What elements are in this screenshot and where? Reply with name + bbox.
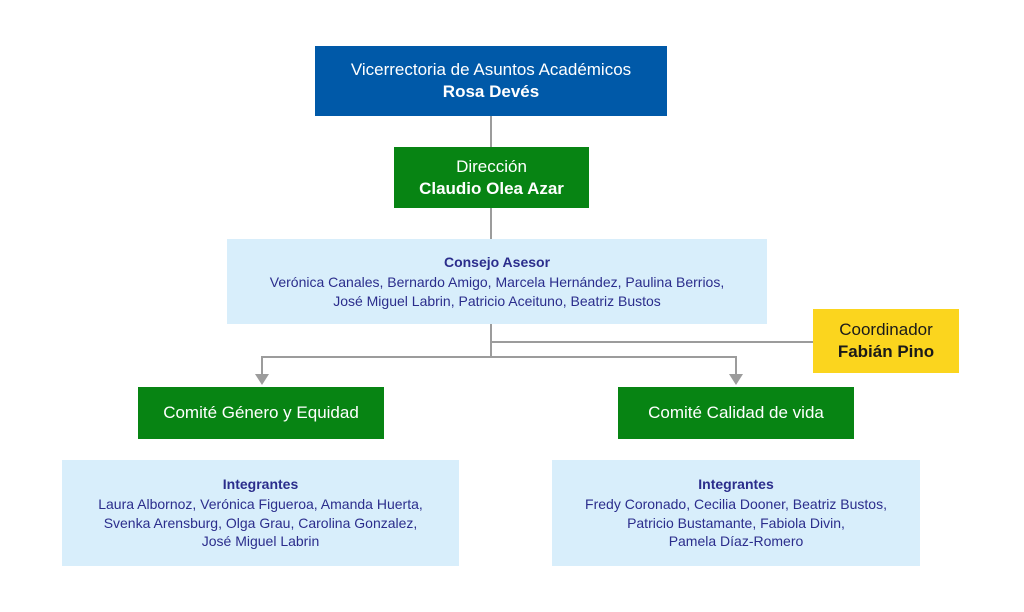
direccion-box: Dirección Claudio Olea Azar [394,147,589,208]
direccion-name: Claudio Olea Azar [419,178,564,198]
consejo-asesor-box: Consejo Asesor Verónica Canales, Bernard… [227,239,767,324]
comite-genero-box: Comité Género y Equidad [138,387,384,439]
integrantes-heading: Integrantes [222,476,299,493]
vicerrectoria-name: Rosa Devés [442,82,540,101]
consejo-asesor-title: Consejo Asesor [443,254,551,270]
connector-left-down [261,356,263,374]
integrantes-calidad-box: Integrantes Fredy Coronado, Cecilia Doon… [552,460,920,566]
connector-direccion-consejo [490,208,492,239]
vicerrectoria-title: Vicerrectoria de Asuntos Académicos [350,60,632,79]
comite-genero-title: Comité Género y Equidad [163,403,359,422]
integrantes-line: Patricio Bustamante, Fabiola Divin, [627,514,845,531]
integrantes-line: Pamela Díaz-Romero [668,533,804,550]
coordinador-name: Fabián Pino [837,342,935,361]
connector-committees-horizontal [261,356,737,358]
coordinador-title: Coordinador [839,320,933,339]
direccion-title: Dirección [456,156,527,176]
integrantes-line: José Miguel Labrin [201,533,320,550]
coordinador-box: Coordinador Fabián Pino [813,309,959,373]
vicerrectoria-box: Vicerrectoria de Asuntos Académicos Rosa… [315,46,667,116]
connector-consejo-down [490,324,492,357]
integrantes-line: Fredy Coronado, Cecilia Dooner, Beatriz … [585,496,887,513]
connector-vicerrectoria-direccion [490,116,492,148]
integrantes-line: Laura Albornoz, Verónica Figueroa, Amand… [98,496,423,513]
arrow-down-icon [255,374,269,385]
comite-calidad-box: Comité Calidad de vida [618,387,854,439]
connector-coordinador [491,341,813,343]
consejo-asesor-members-line: José Miguel Labrin, Patricio Aceituno, B… [333,292,661,309]
integrantes-heading: Integrantes [698,476,774,493]
integrantes-genero-box: Integrantes Laura Albornoz, Verónica Fig… [62,460,459,566]
consejo-asesor-members-line: Verónica Canales, Bernardo Amigo, Marcel… [269,274,725,290]
connector-right-down [735,356,737,374]
integrantes-line: Svenka Arensburg, Olga Grau, Carolina Go… [103,514,418,531]
arrow-down-icon [729,374,743,385]
comite-calidad-title: Comité Calidad de vida [648,403,824,422]
